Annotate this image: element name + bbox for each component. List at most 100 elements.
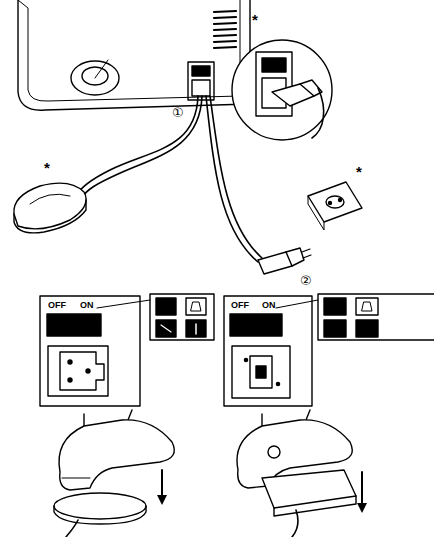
switch-label: ON — [80, 301, 94, 310]
indicator-box — [324, 298, 346, 315]
vent-slots — [214, 17, 236, 18]
callout-number: ② — [300, 274, 312, 287]
vent-slots — [214, 29, 236, 30]
zoom-detail — [232, 40, 332, 140]
foot-pressing-pedal — [361, 472, 363, 508]
asterisk-mark: * — [44, 160, 50, 175]
indicator-box — [150, 294, 214, 340]
indicator-box — [191, 302, 201, 311]
vent-slots — [214, 35, 236, 36]
vent-slots — [214, 11, 236, 48]
indicator-box — [318, 294, 434, 340]
foot-pressing-pedal — [59, 420, 174, 490]
vent-slots — [214, 47, 236, 48]
indicator-box — [318, 294, 434, 340]
switch-panel — [232, 346, 290, 398]
sewing-machine — [192, 80, 210, 96]
power-cord — [76, 96, 262, 262]
zoom-detail — [256, 52, 292, 116]
switch-panel — [224, 296, 318, 406]
foot-pressing-pedal — [274, 496, 356, 516]
asterisk-mark: * — [356, 164, 362, 179]
indicator-box — [362, 302, 372, 311]
wall-outlet — [308, 196, 324, 230]
power-cord — [82, 96, 202, 198]
callout-number: ① — [172, 106, 184, 119]
switch-label: ON — [262, 301, 276, 310]
foot-pressing-pedal — [261, 414, 262, 426]
foot-pressing-pedal — [83, 414, 84, 426]
foot-pressing-pedal — [306, 410, 310, 420]
sewing-machine — [192, 66, 210, 76]
foot-pressing-pedal — [54, 506, 146, 524]
switch-panel — [97, 300, 150, 308]
switch-panel — [40, 296, 140, 406]
foot-controller — [14, 183, 86, 233]
foot-pressing-pedal — [62, 478, 90, 479]
indicator-box — [150, 294, 214, 340]
zoom-detail — [232, 40, 332, 140]
power-plug — [258, 248, 311, 274]
indicator-box — [186, 298, 206, 315]
indicator-box — [195, 324, 197, 334]
indicator-box — [356, 298, 378, 315]
sewing-machine — [82, 67, 108, 85]
switch-panel — [276, 300, 318, 308]
switch-panel — [256, 366, 266, 378]
vent-slots — [214, 11, 236, 12]
foot-pressing-pedal — [128, 410, 132, 420]
vent-slots — [214, 23, 236, 24]
foot-controller — [14, 183, 86, 229]
switch-panel — [48, 346, 108, 396]
switch-label: OFF — [48, 301, 66, 310]
foot-pressing-pedal — [54, 410, 174, 537]
foot-pressing-pedal — [262, 470, 356, 508]
power-plug — [286, 248, 304, 266]
wall-outlet — [329, 202, 332, 205]
switch-panel — [68, 378, 72, 382]
indicator-box — [156, 298, 176, 315]
switch-panel — [68, 360, 72, 364]
asterisk-mark: * — [252, 12, 258, 27]
foot-pressing-pedal — [292, 510, 298, 537]
zoom-detail — [312, 88, 324, 138]
switch-panel — [224, 296, 312, 406]
switch-panel — [230, 314, 282, 336]
vent-slots — [214, 41, 236, 42]
foot-pressing-pedal — [161, 470, 163, 500]
foot-controller — [14, 200, 86, 233]
foot-pressing-pedal — [268, 446, 280, 458]
zoom-detail — [272, 84, 314, 106]
wall-outlet — [326, 196, 344, 208]
indicator-box — [324, 320, 346, 337]
sewing-machine — [95, 60, 108, 78]
indicator-box — [356, 320, 378, 337]
switch-panel — [40, 296, 150, 406]
sewing-machine — [188, 62, 214, 100]
power-cord — [76, 96, 198, 196]
switch-panel — [47, 314, 101, 336]
switch-panel — [244, 358, 247, 361]
switch-panel — [276, 382, 279, 385]
wall-outlet — [308, 182, 362, 230]
indicator-box — [186, 320, 206, 337]
sewing-machine — [18, 0, 240, 101]
wall-outlet — [308, 182, 362, 222]
foot-controller — [30, 194, 70, 204]
zoom-detail — [262, 58, 286, 72]
sewing-machine — [18, 0, 250, 110]
wall-outlet — [339, 199, 342, 202]
foot-pressing-pedal — [237, 410, 362, 537]
power-plug — [258, 252, 292, 274]
power-plug — [303, 255, 311, 258]
switch-label: OFF — [231, 301, 249, 310]
foot-pressing-pedal — [66, 520, 78, 537]
sewing-machine — [71, 61, 119, 95]
foot-pressing-pedal — [54, 493, 146, 519]
switch-panel — [86, 369, 90, 373]
indicator-box — [156, 320, 176, 337]
sewing-machine — [18, 0, 250, 110]
switch-panel — [250, 356, 272, 388]
switch-panel — [60, 352, 104, 390]
